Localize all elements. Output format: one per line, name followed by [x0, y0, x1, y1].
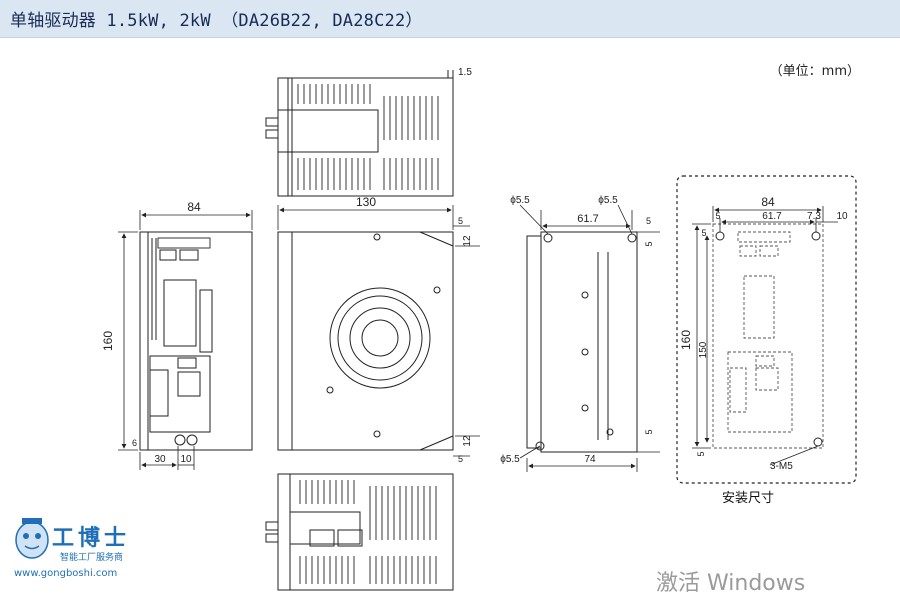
dim-front-30: 30	[154, 454, 166, 465]
dim-side-5-top: 5	[458, 216, 463, 226]
dim-rear-5-bottom: 5	[644, 429, 654, 434]
robot-logo-icon	[15, 518, 49, 559]
dim-rear-phi-right: ϕ5.5	[598, 195, 618, 206]
dim-rear-5-right: 5	[644, 241, 654, 246]
mounting-dimensions	[692, 206, 838, 466]
dim-mount-5: 5	[715, 211, 720, 221]
dim-rear-phi-left: ϕ5.5	[510, 195, 530, 206]
logo-tagline: 智能工厂服务商	[60, 553, 124, 563]
dim-mount-61-7: 61.7	[762, 211, 782, 222]
dim-rear-61-7: 61.7	[577, 213, 598, 225]
dim-rear-phi-bottom: ϕ5.5	[500, 454, 520, 465]
page-title: 单轴驱动器 1.5kW, 2kW （DA26B22, DA28C22）	[10, 11, 423, 31]
rear-dimensions	[519, 204, 660, 472]
unit-note: （单位：mm）	[769, 64, 860, 79]
dim-mount-160: 160	[679, 330, 693, 350]
dim-rear-74: 74	[584, 454, 596, 465]
dim-side-12-top: 12	[462, 235, 473, 247]
top-view	[265, 70, 454, 197]
dim-side-width: 130	[356, 195, 376, 209]
dim-top-gap: 1.5	[458, 67, 472, 78]
side-dimensions	[277, 205, 480, 457]
dim-mount-84: 84	[761, 195, 775, 209]
dim-mount-7-3: 7.3	[807, 211, 821, 222]
activation-watermark: 激活 Windows	[656, 571, 806, 596]
dim-mount-10: 10	[836, 211, 848, 222]
front-view	[139, 231, 253, 451]
mounting-caption: 安装尺寸	[722, 491, 775, 506]
mounting-frame	[676, 175, 857, 484]
bottom-view	[265, 473, 454, 591]
header-bar: 单轴驱动器 1.5kW, 2kW （DA26B22, DA28C22）	[0, 0, 900, 38]
dim-mount-5-left: 5	[701, 228, 706, 238]
logo-url: www.gongboshi.com	[14, 568, 118, 579]
dim-mount-150: 150	[698, 341, 709, 358]
rear-view	[526, 231, 638, 453]
front-dimensions	[118, 210, 253, 470]
dim-front-6: 6	[132, 438, 137, 448]
dim-front-10: 10	[180, 454, 192, 465]
dim-mount-screws: 3-M5	[770, 461, 793, 472]
dim-side-12-bottom: 12	[462, 435, 473, 447]
dim-side-5-bottom: 5	[458, 454, 463, 464]
mounting-view	[712, 223, 824, 449]
side-view	[277, 231, 454, 451]
logo-name: 工博士	[52, 525, 131, 551]
top-view-vents	[297, 84, 439, 190]
dim-front-width: 84	[187, 200, 201, 214]
dim-front-height: 160	[101, 331, 115, 351]
dim-mount-5-bottom: 5	[696, 451, 706, 456]
dimension-drawing: 1.5 84 160 6 30 10	[101, 67, 857, 591]
mounting-holes	[715, 231, 823, 447]
dim-rear-5-top: 5	[646, 216, 651, 226]
